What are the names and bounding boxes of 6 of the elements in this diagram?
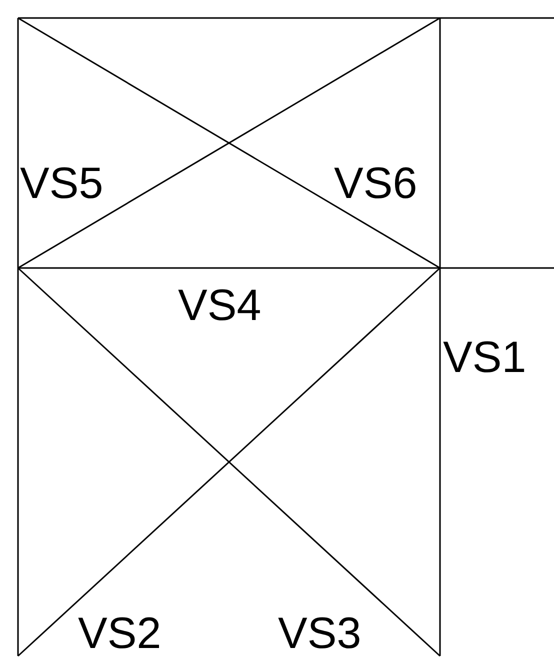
region-label: VS2 <box>78 612 162 656</box>
region-label: VS3 <box>278 612 362 656</box>
region-label: VS4 <box>178 284 262 328</box>
region-label: VS5 <box>20 162 104 206</box>
region-label: VS1 <box>443 336 526 380</box>
region-label: VS6 <box>334 162 418 206</box>
